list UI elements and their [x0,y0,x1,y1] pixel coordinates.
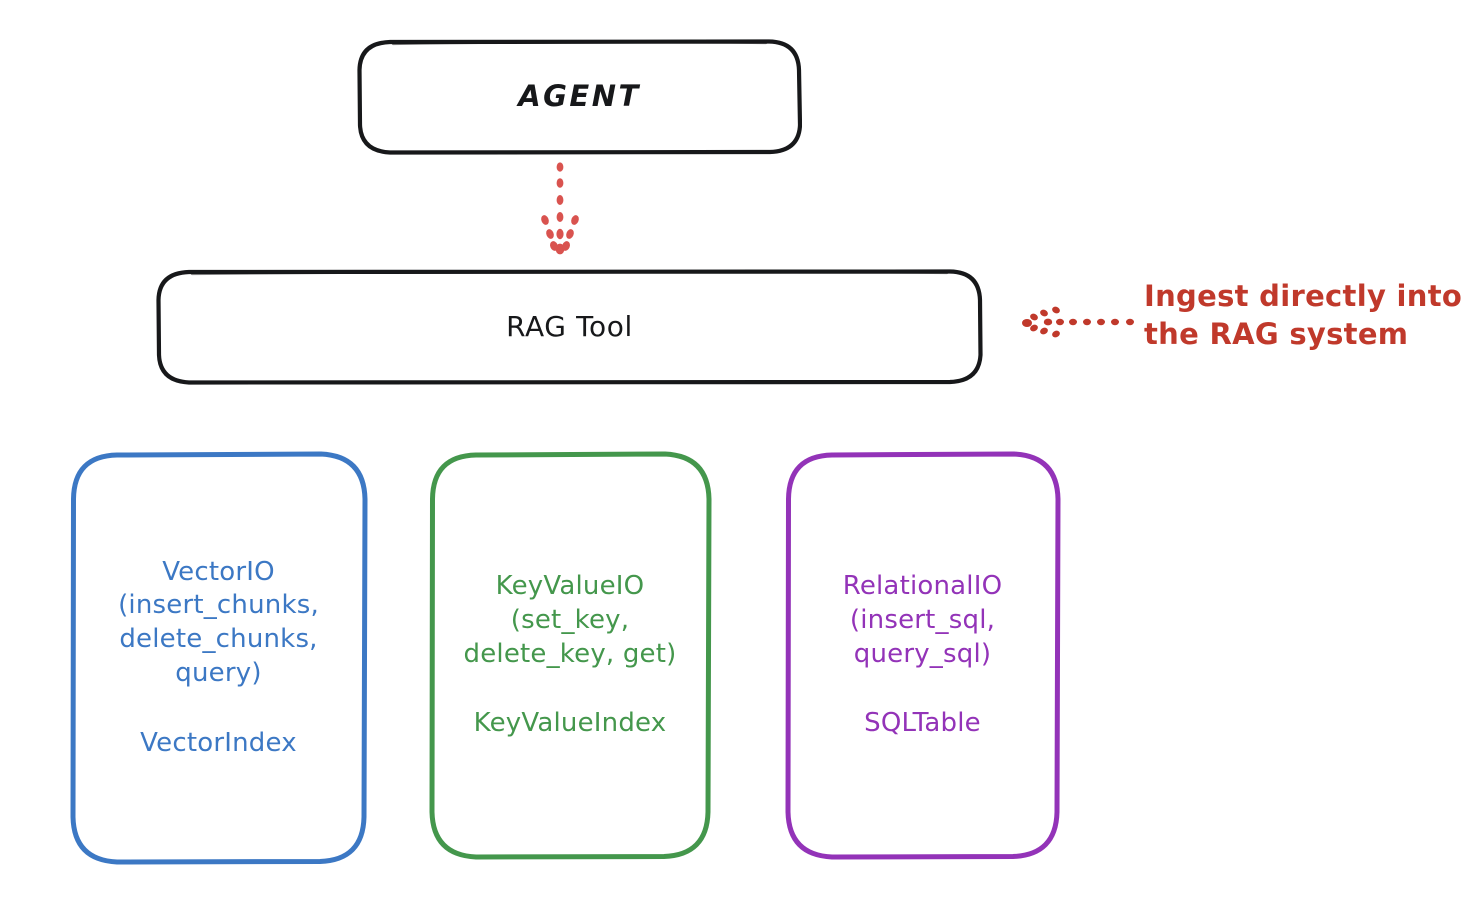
edge-agent-to-rag-tool [541,162,579,255]
node-agent-label: AGENT [518,79,641,114]
node-vector-io-subtitle: VectorIndex [140,727,297,758]
node-vector-io[interactable]: VectorIO (insert_chunks, delete_chunks, … [69,451,368,865]
node-key-value-io[interactable]: KeyValueIO (set_key, delete_key, get) Ke… [428,451,712,860]
node-agent[interactable]: AGENT [357,39,802,155]
annotation-ingest-directly: Ingest directly into the RAG system [1144,279,1463,351]
node-rag-tool-label: RAG Tool [506,309,633,343]
node-vector-io-title: VectorIO (insert_chunks, delete_chunks, … [118,556,319,688]
node-rag-tool[interactable]: RAG Tool [156,269,983,385]
node-key-value-io-subtitle: KeyValueIndex [473,708,667,739]
node-key-value-io-title: KeyValueIO (set_key, delete_key, get) [463,570,677,669]
node-relational-io-subtitle: SQLTable [864,708,981,739]
node-relational-io[interactable]: RelationalIO (insert_sql, query_sql) SQL… [784,451,1061,860]
edge-ingest-to-rag-tool [1022,306,1134,338]
node-relational-io-title: RelationalIO (insert_sql, query_sql) [842,570,1003,669]
